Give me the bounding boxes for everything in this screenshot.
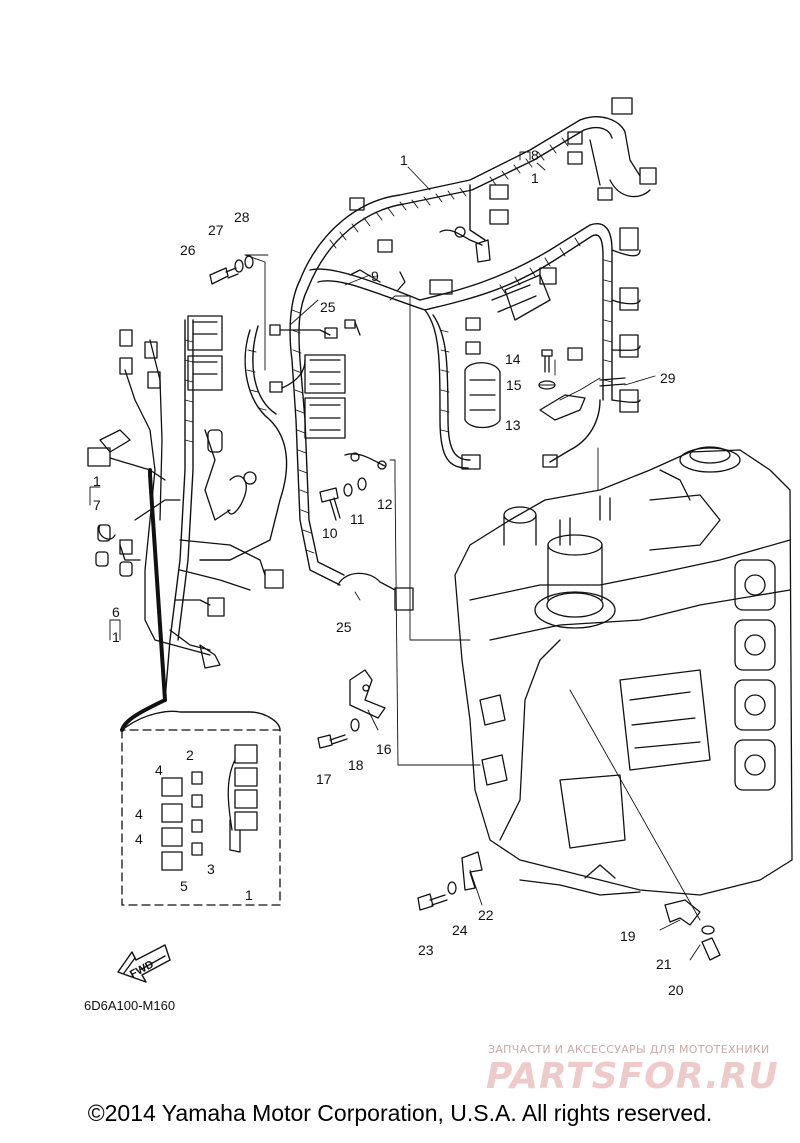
callout-6-group: 1 [112,629,120,645]
callout-12: 12 [377,496,393,512]
callout-18: 18 [348,757,364,773]
main-harness [164,116,626,701]
callout-21: 21 [656,956,672,972]
callout-27: 27 [208,222,224,238]
diagram-code: 6D6A100-M160 [84,998,175,1013]
callout-19: 19 [620,928,636,944]
callout-17: 17 [316,771,332,787]
callout-7-group: 1 [93,473,101,489]
watermark-tagline: ЗАПЧАСТИ И АКСЕССУАРЫ ДЛЯ МОТОТЕХНИКИ [488,1043,770,1056]
callout-4-b: 4 [135,806,143,822]
callout-labels: 1 8 1 9 25 28 27 26 14 15 13 29 12 11 10… [93,147,684,998]
callout-26: 26 [180,242,196,258]
left-sub-harness [87,315,284,669]
fwd-arrow-icon [117,944,171,983]
callout-3: 3 [207,861,215,877]
callout-4-c: 4 [135,831,143,847]
callout-13: 13 [505,417,521,433]
callout-25-bottom: 25 [336,619,352,635]
copyright-notice: ©2014 Yamaha Motor Corporation, U.S.A. A… [87,1100,713,1126]
callout-1: 1 [400,152,408,168]
callout-29: 29 [660,370,676,386]
callout-10: 10 [322,525,338,541]
harness-wrap [184,137,613,554]
callout-20: 20 [668,982,684,998]
callout-28: 28 [234,209,250,225]
callout-23: 23 [418,942,434,958]
callout-2: 2 [186,747,194,763]
callout-8: 8 [531,147,539,163]
callout-1-inset: 1 [245,887,253,903]
callout-9: 9 [371,268,379,284]
inset-box [120,698,281,906]
callout-6: 6 [112,604,120,620]
callout-24: 24 [452,922,468,938]
harness-connectors [269,97,657,611]
callout-16: 16 [376,741,392,757]
callout-14: 14 [505,351,521,367]
engine-block [454,446,793,896]
leader-lines [89,151,701,961]
callout-4-a: 4 [155,762,163,778]
callout-7: 7 [93,497,101,513]
callout-22: 22 [478,907,494,923]
callout-15: 15 [506,377,522,393]
watermark-logo: PARTSFOR.RU [486,1056,779,1097]
callout-11: 11 [350,511,365,527]
callout-5: 5 [180,878,188,894]
callout-8-group: 1 [531,170,539,186]
callout-25-top: 25 [320,299,336,315]
loose-parts [209,255,721,961]
